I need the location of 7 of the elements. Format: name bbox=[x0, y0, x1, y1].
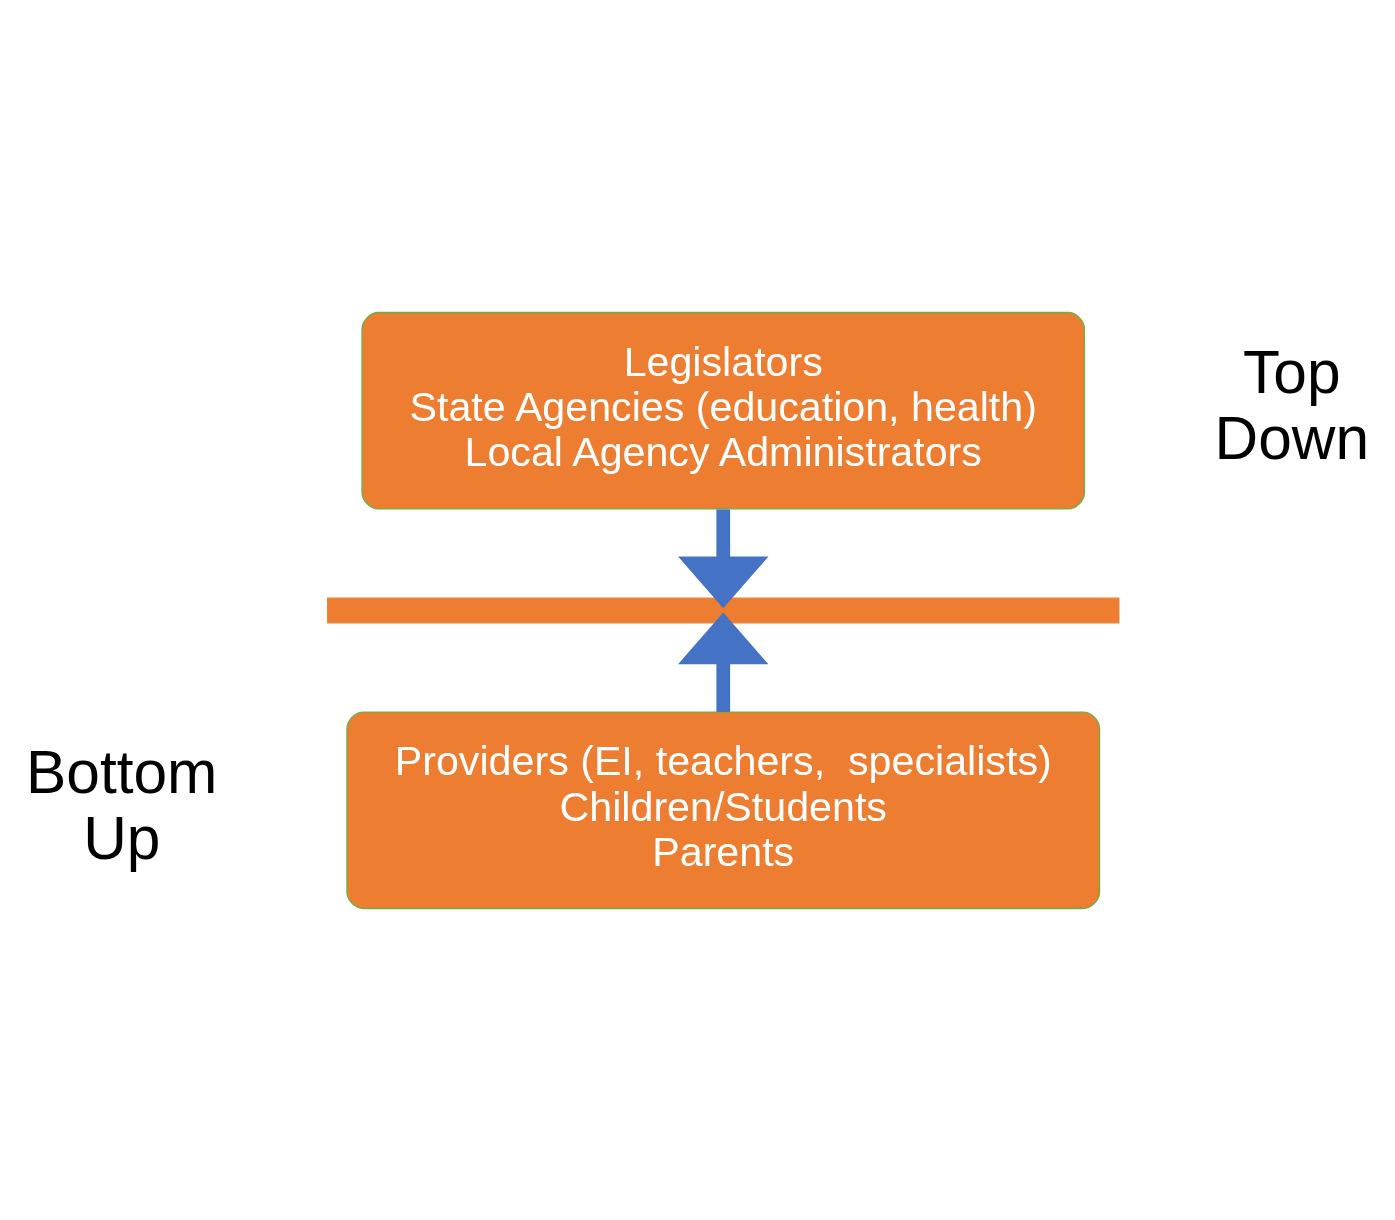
node-bar bbox=[327, 596, 1120, 624]
node-box: Legislators State Agencies (education, health) Local Agency Administrators bbox=[361, 311, 1086, 510]
arrow bbox=[678, 612, 769, 712]
label: Top Down bbox=[1214, 337, 1370, 472]
label: Bottom Up bbox=[26, 737, 218, 872]
node-box: Providers (EI, teachers, specialists) Children/Students Parents bbox=[346, 710, 1101, 909]
arrow bbox=[678, 508, 769, 608]
